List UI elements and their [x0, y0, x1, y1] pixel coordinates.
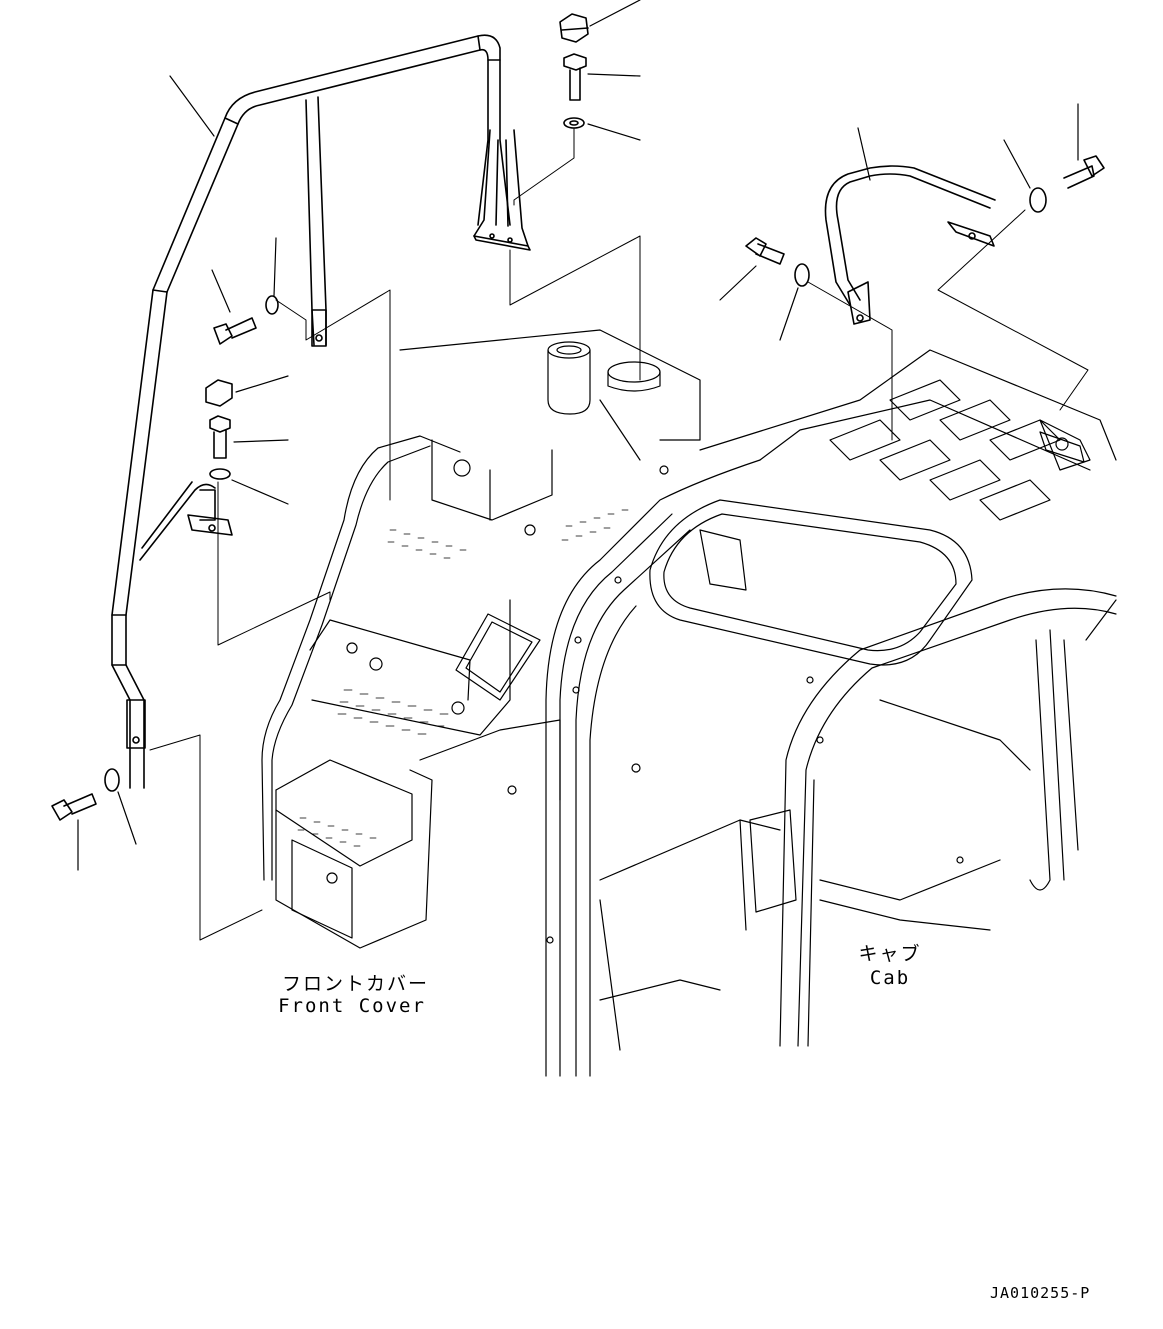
- bolt-icon: [209, 415, 231, 459]
- right-handrail: [824, 165, 996, 325]
- washer-icon: [104, 768, 120, 792]
- washer-icon: [209, 468, 231, 480]
- bolt-icon: [51, 793, 97, 821]
- nut-icon: [559, 13, 589, 43]
- front-cover-label-en: Front Cover: [278, 995, 426, 1017]
- front-cover: [261, 329, 701, 949]
- bolt-icon: [1063, 155, 1105, 189]
- rail-post-bracket: [473, 129, 531, 251]
- nut-icon: [205, 379, 233, 407]
- bolt-icon: [213, 317, 257, 345]
- left-handrail: [111, 34, 511, 789]
- perforation-pattern: [297, 509, 629, 847]
- bolt-icon: [563, 53, 587, 101]
- washer-icon: [265, 295, 279, 315]
- washer-icon: [563, 117, 585, 129]
- cab-structure: [545, 349, 1117, 1077]
- cab-label-en: Cab: [869, 967, 911, 989]
- washer-icon: [794, 263, 810, 287]
- drawing-id: JA010255-P: [990, 1284, 1091, 1302]
- washer-icon: [1029, 187, 1047, 213]
- reference-lines: [149, 127, 1089, 941]
- front-cover-label-jp: フロントカバー: [282, 973, 430, 995]
- cab-label-jp: キャブ: [858, 943, 922, 965]
- leader-lines: [77, 0, 1079, 871]
- bolt-icon: [745, 237, 785, 265]
